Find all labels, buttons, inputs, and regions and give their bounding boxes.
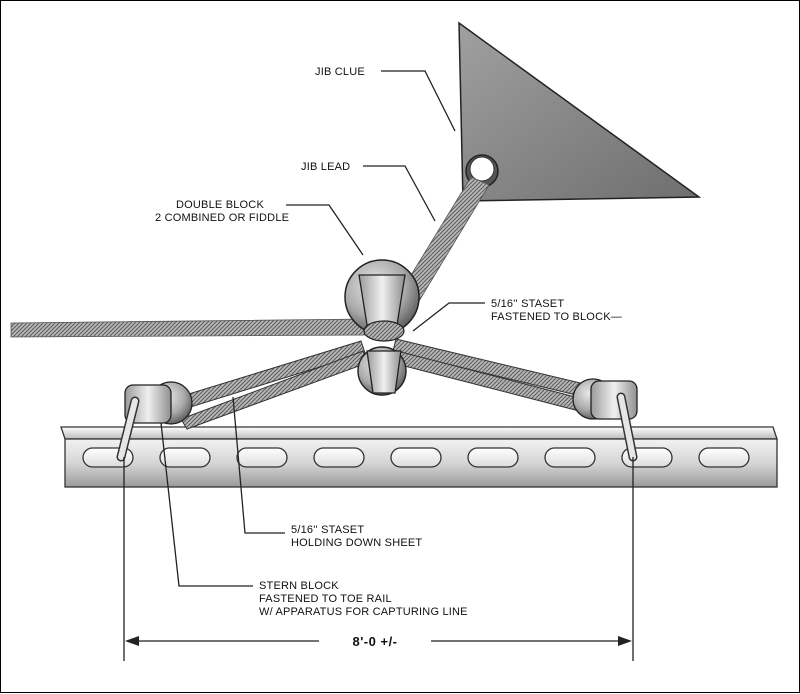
label-double-block: DOUBLE BLOCK bbox=[176, 199, 264, 211]
dimension-line bbox=[123, 457, 634, 661]
label-double-block-sub: 2 COMBINED OR FIDDLE bbox=[155, 212, 289, 224]
label-stern-block-sub1: FASTENED TO TOE RAIL bbox=[259, 593, 392, 605]
toe-rail bbox=[60, 426, 778, 488]
jib-sheet bbox=[10, 318, 374, 338]
label-staset-top-sub: FASTENED TO BLOCK— bbox=[491, 311, 622, 323]
stern-block-right bbox=[572, 378, 638, 462]
double-block bbox=[344, 259, 420, 396]
label-stern-block: STERN BLOCK bbox=[259, 580, 339, 592]
label-staset-top: 5/16'' STASET bbox=[491, 298, 564, 310]
dimension-value: 8'-0 +/- bbox=[352, 634, 397, 649]
jib-sail bbox=[458, 21, 702, 202]
rail-slots bbox=[82, 447, 750, 468]
label-jib-clue: JIB CLUE bbox=[315, 66, 365, 78]
leader-lines bbox=[160, 70, 485, 587]
label-jib-lead: JIB LEAD bbox=[301, 161, 350, 173]
label-staset-bottom: 5/16'' STASET bbox=[291, 524, 364, 536]
label-staset-bottom-sub: HOLDING DOWN SHEET bbox=[291, 537, 422, 549]
label-stern-block-sub2: W/ APPARATUS FOR CAPTURING LINE bbox=[259, 606, 468, 618]
stern-block-left bbox=[116, 381, 193, 462]
